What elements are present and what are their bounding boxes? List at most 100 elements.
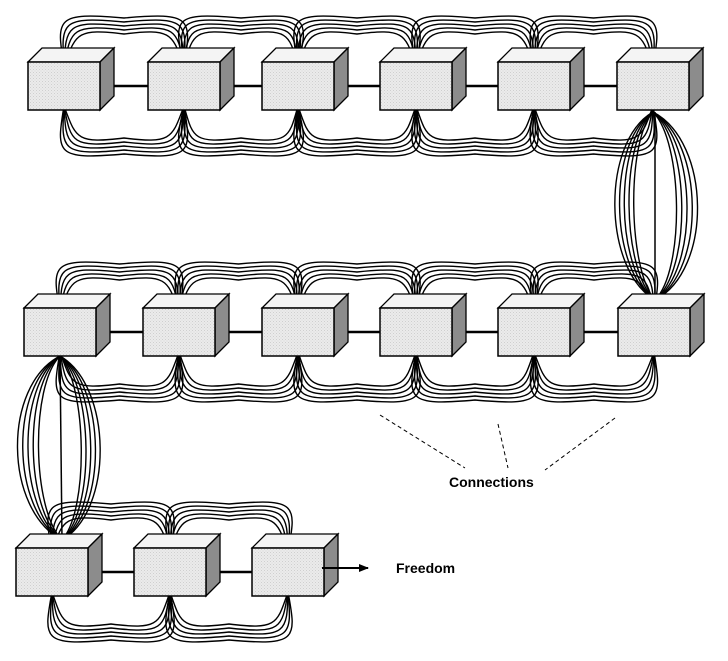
loop-r1-c3-0 [415, 277, 535, 387]
loop-r1-c1-4 [174, 261, 303, 403]
freedom-label: Freedom [396, 560, 455, 576]
box-r0-c3 [378, 46, 468, 112]
connection-loops [16, 15, 699, 643]
box-top-face [26, 47, 116, 63]
box-r0-c5 [615, 46, 705, 112]
boxes [14, 46, 706, 598]
box-front-face [497, 307, 571, 357]
vloop-left-2 [27, 355, 92, 541]
box-r2-c0 [14, 532, 104, 598]
box-top-face [615, 47, 705, 63]
box-top-face [141, 293, 231, 309]
annotations: Connections Freedom [322, 414, 616, 576]
loop-r0-c1-3 [180, 19, 302, 153]
loop-r0-c3-1 [415, 27, 535, 145]
loop-r2-c0-2 [51, 509, 171, 635]
box-r1-c4 [496, 292, 586, 358]
box-r1-c2 [260, 292, 350, 358]
connections-label: Connections [449, 474, 534, 490]
loop-r0-c3-4 [411, 15, 539, 157]
vloop-left-4 [16, 355, 101, 541]
box-front-face [23, 307, 97, 357]
loop-r1-c2-0 [297, 277, 417, 387]
vloop-right-3 [618, 111, 693, 301]
box-links [59, 84, 656, 574]
loop-r0-c2-0 [297, 31, 417, 141]
loop-r1-c3-3 [413, 265, 537, 399]
loop-r1-c1-0 [178, 277, 299, 387]
loop-r1-c4-4 [529, 261, 659, 403]
box-front-face [617, 307, 691, 357]
box-front-face [497, 61, 571, 111]
box-front-face [142, 307, 216, 357]
loop-r2-c1-2 [169, 509, 289, 635]
box-front-face [616, 61, 690, 111]
loop-r1-c0-1 [59, 273, 180, 391]
vlink-left [59, 355, 63, 541]
loop-r1-c0-4 [55, 261, 184, 403]
loop-r1-c3-2 [415, 269, 535, 395]
vloop-right-2 [623, 111, 688, 301]
box-r1-c0 [22, 292, 112, 358]
box-r1-c3 [378, 292, 468, 358]
loop-r0-c4-2 [533, 23, 654, 149]
loop-r1-c2-2 [297, 269, 417, 395]
loop-r0-c3-0 [415, 31, 535, 141]
box-top-face [14, 533, 104, 549]
loop-r2-c1-4 [165, 501, 293, 643]
loop-r2-c0-0 [51, 517, 171, 627]
loop-r1-c1-3 [177, 265, 300, 399]
loop-r0-c0-0 [63, 31, 185, 141]
loop-r1-c3-4 [411, 261, 539, 403]
box-r2-c1 [132, 532, 222, 598]
loop-r1-c1-1 [178, 273, 299, 391]
connections-leader-3 [544, 417, 616, 471]
box-top-face [146, 47, 236, 63]
loop-r0-c1-0 [183, 31, 299, 141]
loop-r1-c4-1 [533, 273, 655, 391]
loop-r1-c0-2 [59, 269, 180, 395]
loop-r2-c0-1 [51, 513, 171, 631]
loop-r0-c4-3 [532, 19, 655, 153]
box-front-face [261, 307, 335, 357]
loop-r0-c0-1 [63, 27, 185, 145]
loop-r2-c1-1 [169, 513, 289, 631]
loop-r1-c2-3 [295, 265, 419, 399]
loop-r0-c4-1 [533, 27, 654, 145]
loop-r1-c1-2 [178, 269, 299, 395]
box-top-face [378, 293, 468, 309]
box-top-face [132, 533, 222, 549]
box-front-face [147, 61, 221, 111]
box-top-face [260, 293, 350, 309]
box-top-face [496, 293, 586, 309]
loop-r0-c4-4 [529, 15, 658, 157]
loop-r0-c0-3 [62, 19, 186, 153]
box-r0-c0 [26, 46, 116, 112]
loop-r0-c2-1 [297, 27, 417, 145]
box-r1-c5 [616, 292, 706, 358]
box-top-face [616, 293, 706, 309]
box-front-face [133, 547, 207, 597]
box-r0-c4 [496, 46, 586, 112]
vloop-left-1 [32, 355, 87, 541]
loop-r1-c3-1 [415, 273, 535, 391]
loop-r1-c4-3 [532, 265, 656, 399]
box-r2-c2 [250, 532, 340, 598]
box-front-face [27, 61, 101, 111]
loop-r2-c1-0 [169, 517, 289, 627]
loop-r2-c1-3 [167, 505, 291, 639]
box-front-face [15, 547, 89, 597]
vloop-right-0 [633, 111, 678, 301]
connections-leader-1 [379, 414, 466, 469]
loop-r1-c0-0 [59, 277, 180, 387]
loop-r1-c4-2 [533, 269, 655, 395]
box-front-face [379, 307, 453, 357]
loop-r0-c3-3 [413, 19, 537, 153]
loop-r0-c3-2 [415, 23, 535, 149]
vloop-right-4 [614, 111, 699, 301]
loop-r0-c2-3 [295, 19, 419, 153]
box-top-face [260, 47, 350, 63]
box-r0-c2 [260, 46, 350, 112]
